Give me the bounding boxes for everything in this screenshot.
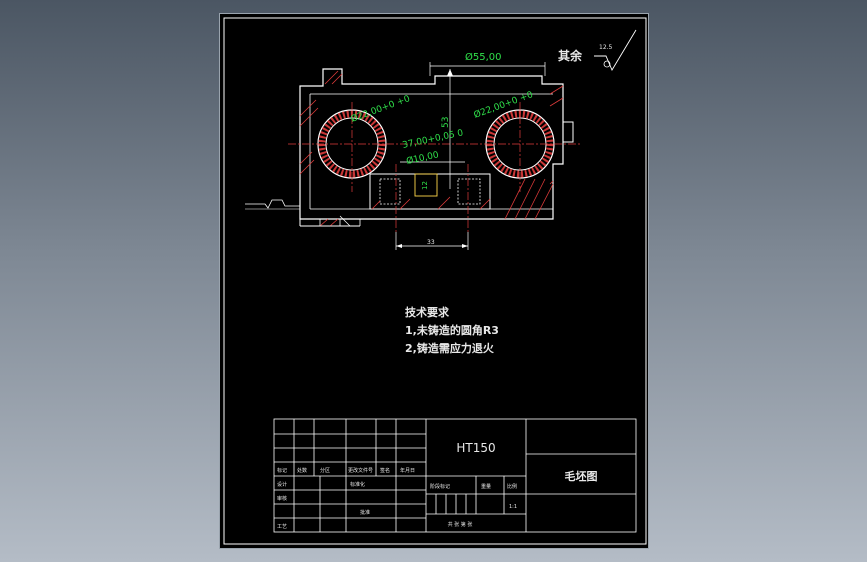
cad-drawing: Ø55,00 Ø22,00+0 +0 Ø22,00+0 +0 37,00+0,0… xyxy=(223,17,647,545)
roughness-other-label: 其余 xyxy=(558,48,583,63)
label-approve: 批准 xyxy=(360,509,370,516)
dim-small-hole: Ø10,00 xyxy=(405,149,440,167)
label-design: 设计 xyxy=(277,481,287,488)
body-outline xyxy=(299,68,564,220)
tech-req-item-2: 2,铸造需应力退火 xyxy=(405,341,495,355)
label-weight: 重量 xyxy=(481,483,491,490)
dim-left-bore: Ø22,00+0 +0 xyxy=(349,93,412,125)
dim-center-distance: 37,00+0,05 0 xyxy=(402,128,465,151)
drawing-name: 毛坯图 xyxy=(565,469,598,483)
inner-frame xyxy=(223,17,647,545)
row-label-date: 年月日 xyxy=(400,467,415,474)
label-standardization: 标准化 xyxy=(350,481,365,488)
dim-top-diameter: Ø55,00 xyxy=(465,51,502,63)
row-label-zone: 分区 xyxy=(320,467,330,474)
sheet-info: 共 张 第 张 xyxy=(448,521,473,528)
row-label-count: 处数 xyxy=(297,467,307,474)
dimension-lines xyxy=(315,62,546,250)
title-block xyxy=(273,418,637,533)
row-label-change-doc: 更改文件号 xyxy=(348,467,373,474)
label-stage: 阶段标记 xyxy=(430,483,450,490)
slot-key xyxy=(414,173,438,197)
center-lines xyxy=(288,102,580,232)
dim-bottom-width: 33 xyxy=(427,239,435,246)
tech-req-title: 技术要求 xyxy=(405,305,450,319)
right-boss xyxy=(562,121,574,143)
drawing-sheet: Ø55,00 Ø22,00+0 +0 Ø22,00+0 +0 37,00+0,0… xyxy=(219,13,649,549)
roughness-value: 12.5 xyxy=(599,44,613,51)
part-section-view xyxy=(245,62,580,250)
material-label: HT150 xyxy=(456,441,495,455)
section-hatch xyxy=(299,70,564,227)
scale-value: 1:1 xyxy=(509,504,517,510)
label-process: 工艺 xyxy=(277,524,287,530)
tech-req-item-1: 1,未铸造的圆角R3 xyxy=(405,323,499,337)
roughness-mark-left xyxy=(245,199,300,209)
small-hole-left xyxy=(379,178,401,205)
dim-slot-depth: 12 xyxy=(421,181,429,190)
label-review: 审核 xyxy=(277,495,287,502)
row-label-signature: 签名 xyxy=(380,467,390,474)
small-hole-right xyxy=(457,178,481,205)
roughness-symbol xyxy=(594,29,637,71)
label-scale: 比例 xyxy=(507,483,517,490)
dim-vertical-height: 53 xyxy=(441,117,451,128)
row-label-mark: 标记 xyxy=(277,467,287,474)
